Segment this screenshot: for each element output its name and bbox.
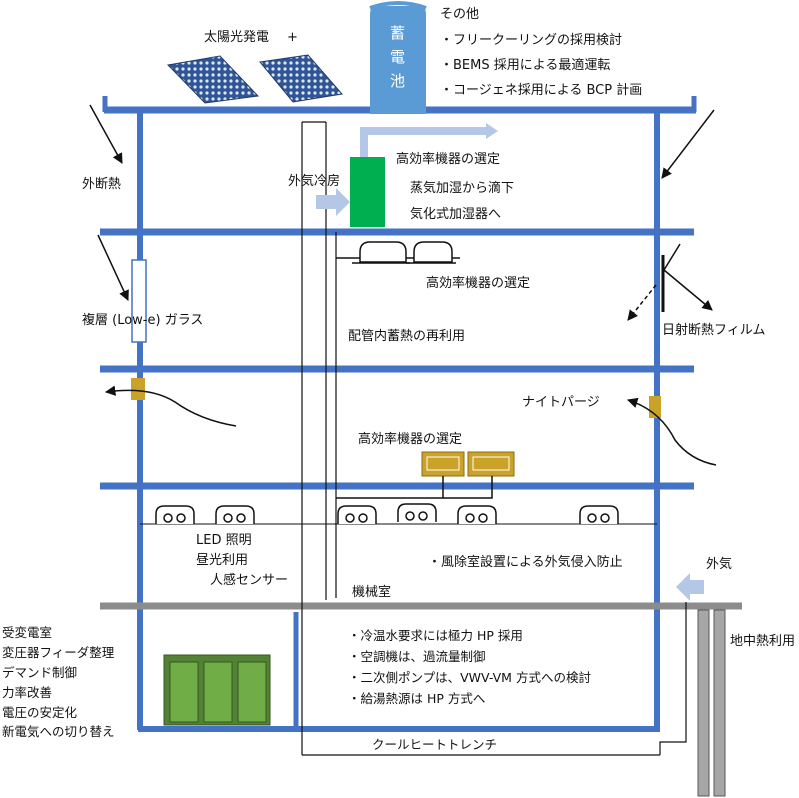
outer-insulation: 外断熱 [82, 104, 715, 192]
elec-item-4: 力率改善 [2, 685, 52, 700]
heat-pump-unit-icon [421, 451, 465, 477]
light-fixture-icon [457, 505, 497, 524]
night-purge-label: ナイトパージ [522, 395, 600, 410]
mech-item-1: ・冷温水要求には極力 HP 採用 [348, 628, 523, 643]
solar-panels: 太陽光発電 + [166, 30, 343, 104]
mech-item-3: ・二次側ポンプは、VWV-VM 方式への検討 [348, 670, 591, 685]
other-item-1: ・フリークーリングの採用検討 [440, 32, 622, 48]
damper-icon [131, 378, 145, 400]
air-handling-unit [350, 157, 385, 227]
building-structure [100, 96, 742, 732]
led-label: LED 照明 [196, 533, 252, 548]
night-purge: ナイトパージ [104, 378, 717, 466]
outside-air-label: 外気 [706, 556, 732, 572]
light-fixtures [155, 503, 619, 524]
other-item-3: ・コージェネ採用による BCP 計画 [440, 82, 642, 98]
geothermal-pipe-icon [697, 609, 710, 797]
solar-panel-icon [259, 54, 343, 103]
light-fixture-icon [337, 505, 377, 524]
other-title: その他 [440, 7, 479, 22]
night-purge-arrow-left [104, 385, 237, 427]
ahu-unit: 高効率機器の選定 蒸気加湿から滴下 気化式加湿器へ [350, 123, 514, 227]
outdoor-air-arrow [316, 188, 350, 216]
cool-heat-trench: クールヒートトレンチ [302, 602, 687, 756]
geothermal-pipe-icon [713, 609, 726, 797]
elec-item-1: 受変電室 [2, 625, 52, 640]
transmit-arrow [627, 284, 657, 321]
outer-insulation-arrow-right [661, 109, 715, 179]
solar-film: 日射断熱フィルム [627, 243, 765, 338]
daylight-label: 昼光利用 [196, 553, 248, 568]
sensor-label: 人感センサー [210, 572, 288, 588]
battery-icon: 蓄 電 池 [369, 1, 427, 114]
mech-item-4: ・給湯熱源は HP 方式へ [348, 691, 485, 706]
light-fixture-icon [579, 505, 619, 524]
windbreak-label: ・風除室設置による外気侵入防止 [428, 554, 623, 570]
elec-item-3: デマンド制御 [2, 665, 77, 680]
low-e-glass: 複層 (Low-e) ガラス [82, 234, 203, 343]
geothermal: 地中熱利用 [697, 609, 795, 797]
outside-air-arrow [676, 573, 704, 601]
hi-eff-label-1: 高効率機器の選定 [396, 151, 500, 167]
heat-pump-panel [426, 456, 460, 471]
other-item-2: ・BEMS 採用による最適運転 [440, 57, 610, 73]
sun-ray-arrow [663, 243, 681, 271]
pipe-storage-label: 配管内蓄熱の再利用 [348, 328, 465, 344]
light-fixture-icon [155, 505, 195, 524]
other-measures: その他 ・フリークーリングの採用検討 ・BEMS 採用による最適運転 ・コージェ… [440, 7, 642, 98]
light-fixture-icon [397, 503, 437, 522]
hi-eff-label-2: 高効率機器の選定 [426, 275, 530, 291]
solar-plus: + [287, 30, 298, 45]
heat-pump-units: 高効率機器の選定 [336, 431, 515, 499]
fan-coil-units: 高効率機器の選定 [336, 241, 530, 291]
mech-item-2: ・空調機は、過流量制御 [348, 649, 486, 664]
outdoor-air-cooling: 外気冷房 [288, 173, 350, 216]
exhaust-arrow [360, 127, 488, 158]
battery-char-2: 電 [390, 48, 405, 66]
battery-char-1: 蓄 [390, 24, 405, 42]
fan-coil-icon [359, 241, 407, 263]
solar-label: 太陽光発電 [204, 30, 269, 45]
pipe-shaft [301, 121, 337, 755]
glass-window [131, 259, 147, 343]
exhaust-arrow-head [486, 123, 498, 139]
heat-pump-panel [472, 456, 510, 471]
low-e-label: 複層 (Low-e) ガラス [82, 312, 203, 328]
mechanical-measures: ・冷温水要求には極力 HP 採用 ・空調機は、過流量制御 ・二次側ポンプは、VW… [348, 628, 591, 706]
outer-insulation-label: 外断熱 [82, 177, 121, 192]
cool-heat-trench-label: クールヒートトレンチ [372, 737, 497, 752]
battery-char-3: 池 [390, 72, 405, 90]
light-fixture-icon [215, 505, 255, 524]
reflect-arrow [663, 269, 713, 311]
hi-eff-label-3: 高効率機器の選定 [358, 431, 462, 447]
humid-label-1: 蒸気加湿から滴下 [410, 180, 514, 196]
humid-label-2: 気化式加湿器へ [410, 206, 501, 222]
night-purge-arrow-right [626, 397, 717, 466]
transformer-icon [163, 654, 271, 726]
geothermal-label: 地中熱利用 [730, 634, 795, 649]
electrical-measures: 受変電室 変圧器フィーダ整理 デマンド制御 力率改善 電圧の安定化 新電気への切… [2, 625, 115, 739]
low-e-arrow [97, 234, 129, 301]
outer-insulation-arrow-left [89, 104, 123, 164]
outdoor-air-cooling-label: 外気冷房 [288, 173, 340, 189]
machine-room-label: 機械室 [352, 584, 391, 600]
fan-coil-icon [413, 241, 453, 263]
solar-panel-icon [166, 55, 260, 104]
elec-item-6: 新電気への切り替え [2, 724, 115, 739]
solar-film-label: 日射断熱フィルム [662, 322, 765, 338]
heat-pump-unit-icon [467, 451, 515, 477]
elec-item-2: 変圧器フィーダ整理 [2, 645, 115, 660]
elec-item-5: 電圧の安定化 [2, 705, 78, 720]
